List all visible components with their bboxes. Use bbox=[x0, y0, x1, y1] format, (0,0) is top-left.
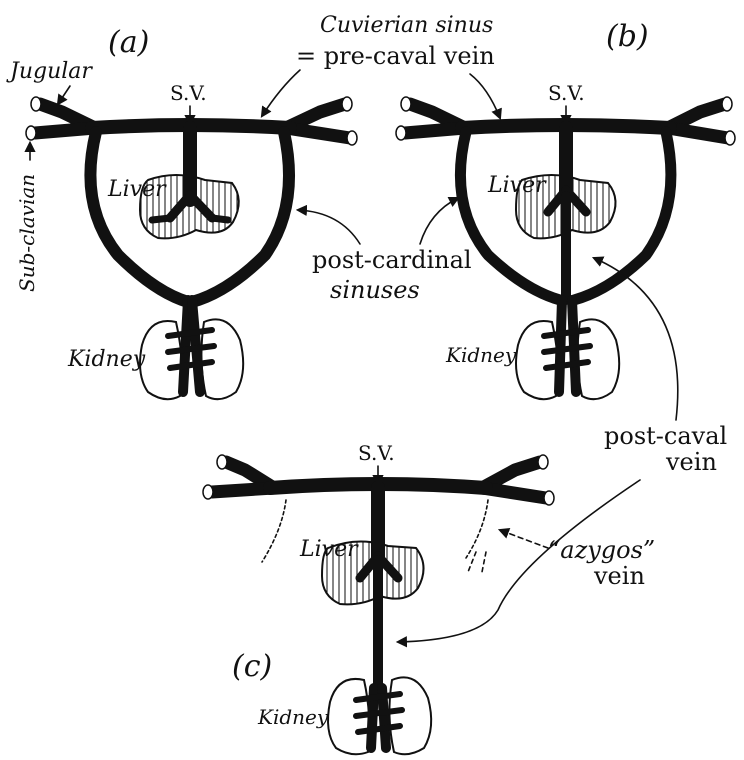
panel-c: (c) S.V. Liver Kidney “azygos” vein bbox=[203, 441, 655, 754]
subclavian-vein-right-b bbox=[668, 128, 728, 138]
subclavian-label: Sub-clavian bbox=[15, 174, 39, 292]
liver-label-a: Liver bbox=[107, 177, 167, 202]
kidney-label-c: Kidney bbox=[257, 705, 329, 729]
panel-b-label: (b) bbox=[606, 19, 649, 54]
sv-label-b: S.V. bbox=[548, 81, 585, 105]
panel-c-label: (c) bbox=[232, 649, 272, 684]
azygos-label-line1: “azygos” bbox=[548, 536, 655, 564]
sv-label-a: S.V. bbox=[170, 81, 207, 105]
cuvierian-label-line2: = pre-caval vein bbox=[296, 42, 495, 70]
panel-a: (a) Jugular Sub-clavian S. bbox=[6, 13, 500, 399]
liver-label-c: Liver bbox=[299, 537, 359, 562]
liver-label-b: Liver bbox=[487, 173, 547, 198]
post-cardinal-label-line1: post-cardinal bbox=[312, 246, 472, 274]
panel-b: (b) S.V. Liver Kidney bbox=[396, 19, 735, 399]
kidney-right-c bbox=[389, 677, 431, 754]
kidney-label-a: Kidney bbox=[67, 347, 146, 372]
panel-a-label: (a) bbox=[108, 25, 149, 60]
azygos-left bbox=[262, 500, 286, 562]
sv-label-c: S.V. bbox=[358, 441, 395, 465]
jugular-label: Jugular bbox=[6, 59, 93, 84]
post-cardinal-label-line2: sinuses bbox=[330, 276, 420, 304]
post-caval-label-line2: vein bbox=[665, 448, 717, 476]
azygos-label-line2: vein bbox=[593, 562, 645, 590]
post-caval-label-line1: post-caval bbox=[604, 422, 727, 450]
cuvierian-label-line1: Cuvierian sinus bbox=[320, 13, 493, 38]
kidney-label-b: Kidney bbox=[445, 343, 517, 367]
azygos-right bbox=[466, 500, 488, 558]
